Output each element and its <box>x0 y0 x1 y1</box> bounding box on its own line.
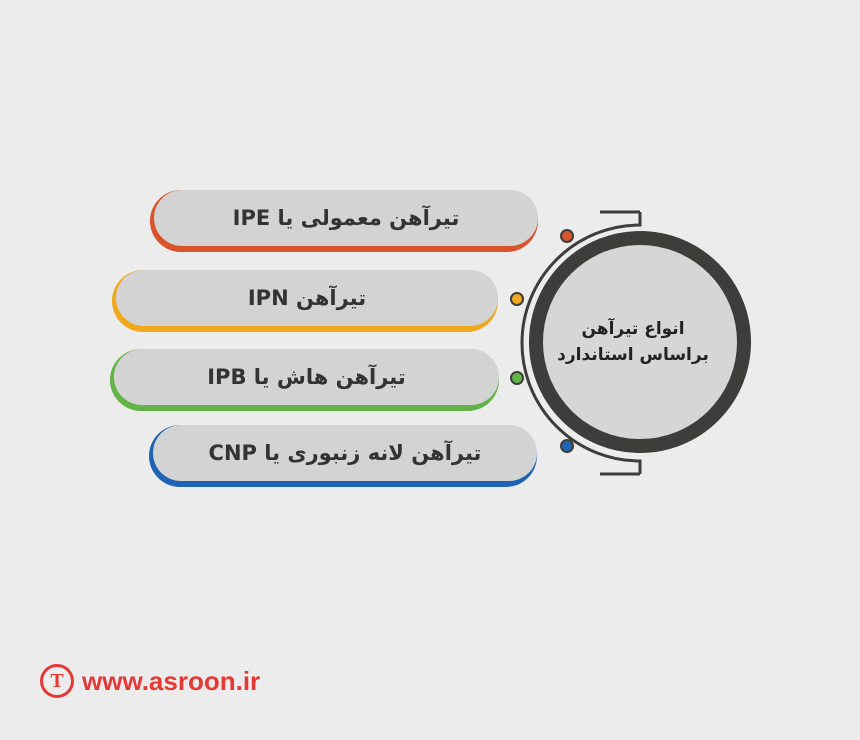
dot-ipn <box>510 292 524 306</box>
item-cnp: تیرآهن لانه زنبوری یا CNP <box>149 425 537 487</box>
hub-ring <box>529 231 751 453</box>
dot-ipe <box>560 229 574 243</box>
item-ipn: تیرآهن IPN <box>112 270 498 332</box>
item-ipb-label: تیرآهن هاش یا IPB <box>207 365 406 389</box>
item-ipb: تیرآهن هاش یا IPB <box>110 349 499 411</box>
item-ipe-face: تیرآهن معمولی یا IPE <box>154 190 538 246</box>
brand-logo-icon: T <box>40 664 74 698</box>
connector-arc <box>520 212 642 474</box>
hub-title-line1: انواع تیرآهن <box>581 319 685 339</box>
website-url[interactable]: www.asroon.ir <box>82 665 261 696</box>
item-cnp-label: تیرآهن لانه زنبوری یا CNP <box>208 441 482 465</box>
hub-title-line2: براساس استاندارد <box>557 345 709 365</box>
item-ipb-face: تیرآهن هاش یا IPB <box>114 349 499 405</box>
hub-title: انواع تیرآهن براساس استاندارد <box>551 300 715 384</box>
item-ipn-label: تیرآهن IPN <box>247 286 367 310</box>
brand-logo-letter: T <box>50 669 64 692</box>
footer: T www.asroon.ir <box>40 659 260 703</box>
dot-ipb <box>510 371 524 385</box>
item-ipe-label: تیرآهن معمولی یا IPE <box>232 206 460 230</box>
item-ipe: تیرآهن معمولی یا IPE <box>150 190 538 252</box>
item-cnp-face: تیرآهن لانه زنبوری یا CNP <box>153 425 537 481</box>
item-ipn-face: تیرآهن IPN <box>116 270 498 326</box>
dot-cnp <box>560 439 574 453</box>
